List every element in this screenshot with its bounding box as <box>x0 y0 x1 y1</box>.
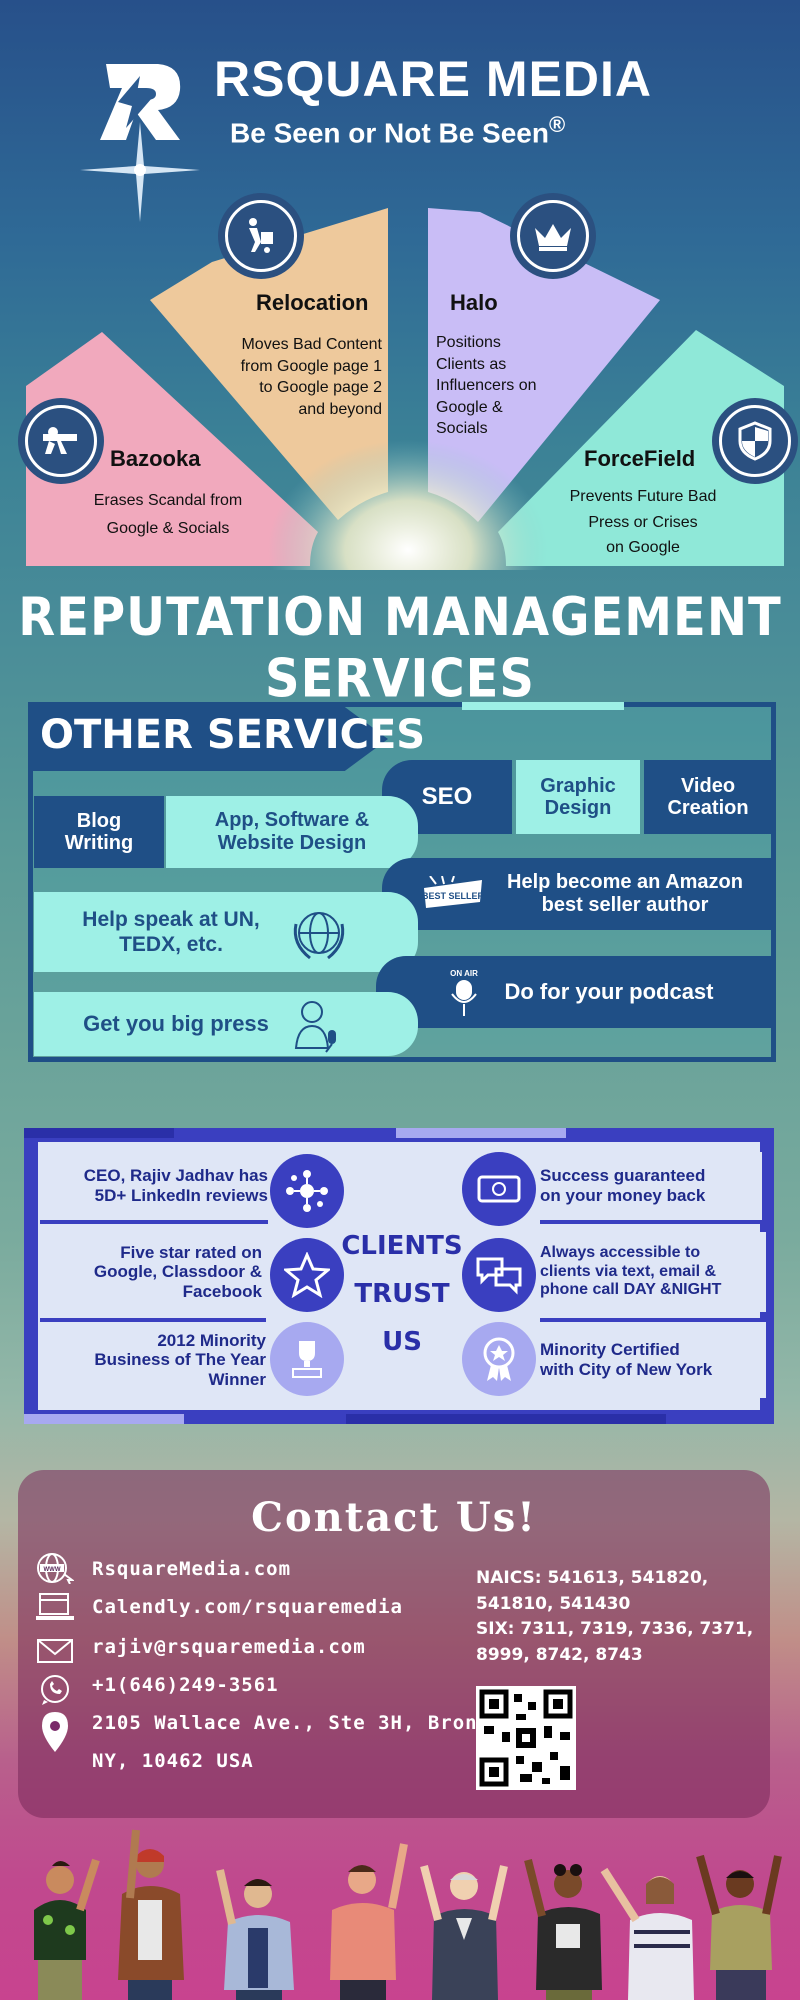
speak-un-tedx-box: Help speak at UN,TEDX, etc. <box>34 892 418 972</box>
forcefield-segment <box>498 330 784 566</box>
network-icon <box>270 1154 344 1228</box>
trophy-icon <box>270 1322 344 1396</box>
location-pin-icon <box>42 1712 68 1752</box>
un-globe-icon <box>290 904 348 962</box>
bazooka-icon-circle <box>18 398 104 484</box>
contact-calendly[interactable]: Calendly.com/rsquaremedia <box>92 1596 403 1618</box>
app-software-website-box: App, Software &Website Design <box>166 796 418 868</box>
contact-title: Contact Us! <box>251 1494 537 1541</box>
contact-address-line-2: NY, 10462 USA <box>92 1750 254 1772</box>
whatsapp-icon <box>41 1675 69 1705</box>
forcefield-icon-circle <box>712 398 798 484</box>
relocation-segment <box>150 208 388 520</box>
panel-stripe <box>396 1128 566 1138</box>
hand-truck-icon <box>225 200 297 272</box>
panel-stripe <box>24 1128 174 1138</box>
podcast-box: Do for your podcast <box>376 956 772 1028</box>
bazooka-icon <box>25 405 97 477</box>
www-globe-icon: WWW <box>37 1553 74 1584</box>
contact-panel <box>18 1470 770 1818</box>
rsquare-logo <box>100 64 181 140</box>
person-5 <box>420 1864 508 2000</box>
best-seller-badge-text: BEST SELLER <box>422 891 485 901</box>
contact-address-line-1: 2105 Wallace Ave., Ste 3H, Bronx <box>92 1712 491 1734</box>
panel-accent <box>462 702 624 710</box>
panel-stripe <box>24 1414 184 1424</box>
star-icon <box>270 1238 344 1312</box>
on-air-badge-text: ON AIR <box>450 969 478 978</box>
money-icon <box>462 1152 536 1226</box>
www-label: WWW <box>44 1567 61 1573</box>
reporter-icon <box>288 996 344 1054</box>
contact-website[interactable]: RsquareMedia.com <box>92 1558 292 1580</box>
other-services-title-bar <box>28 707 388 771</box>
person-4 <box>330 1843 408 2000</box>
qr-code[interactable] <box>476 1686 576 1790</box>
brand-tagline: Be Seen or Not Be Seen® <box>230 112 565 149</box>
center-glow <box>268 440 548 570</box>
shield-icon <box>719 405 791 477</box>
services-fan <box>26 208 784 570</box>
forcefield-title: ForceField <box>584 446 696 471</box>
reputation-management-title: REPUTATION MANAGEMENT SERVICES <box>18 586 782 710</box>
badge-icon <box>462 1322 536 1396</box>
bazooka-segment <box>26 332 318 566</box>
contact-phone[interactable]: +1(646)249-3561 <box>92 1674 279 1696</box>
calendar-laptop-icon <box>36 1593 74 1620</box>
sparkle-decoration <box>80 122 200 222</box>
person-7 <box>600 1867 694 2000</box>
crown-icon <box>517 200 589 272</box>
halo-title: Halo <box>450 290 498 315</box>
relocation-title: Relocation <box>256 290 369 315</box>
halo-icon-circle <box>510 193 596 279</box>
chat-icon <box>462 1238 536 1312</box>
halo-segment <box>428 208 660 522</box>
person-2 <box>118 1829 184 2000</box>
registered-mark: ® <box>548 112 566 137</box>
celebrating-people-illustration <box>34 1829 782 2000</box>
tagline-text: Be Seen or Not Be Seen <box>230 117 549 149</box>
bazooka-title: Bazooka <box>110 446 201 471</box>
other-services-title: OTHER SERVICES <box>40 712 426 758</box>
person-6 <box>524 1859 602 2000</box>
person-1 <box>34 1858 100 2000</box>
big-press-box: Get you big press <box>34 992 418 1056</box>
person-3 <box>216 1869 294 2000</box>
contact-email[interactable]: rajiv@rsquaremedia.com <box>92 1636 366 1658</box>
email-icon <box>37 1639 73 1663</box>
relocation-icon-circle <box>218 193 304 279</box>
best-seller-badge-icon: BEST SELLER <box>420 875 486 910</box>
person-8 <box>696 1854 782 2000</box>
panel-stripe <box>346 1414 666 1424</box>
brand-name: RSQUARE MEDIA <box>214 51 653 107</box>
on-air-mic-icon: ON AIR <box>444 966 484 1018</box>
